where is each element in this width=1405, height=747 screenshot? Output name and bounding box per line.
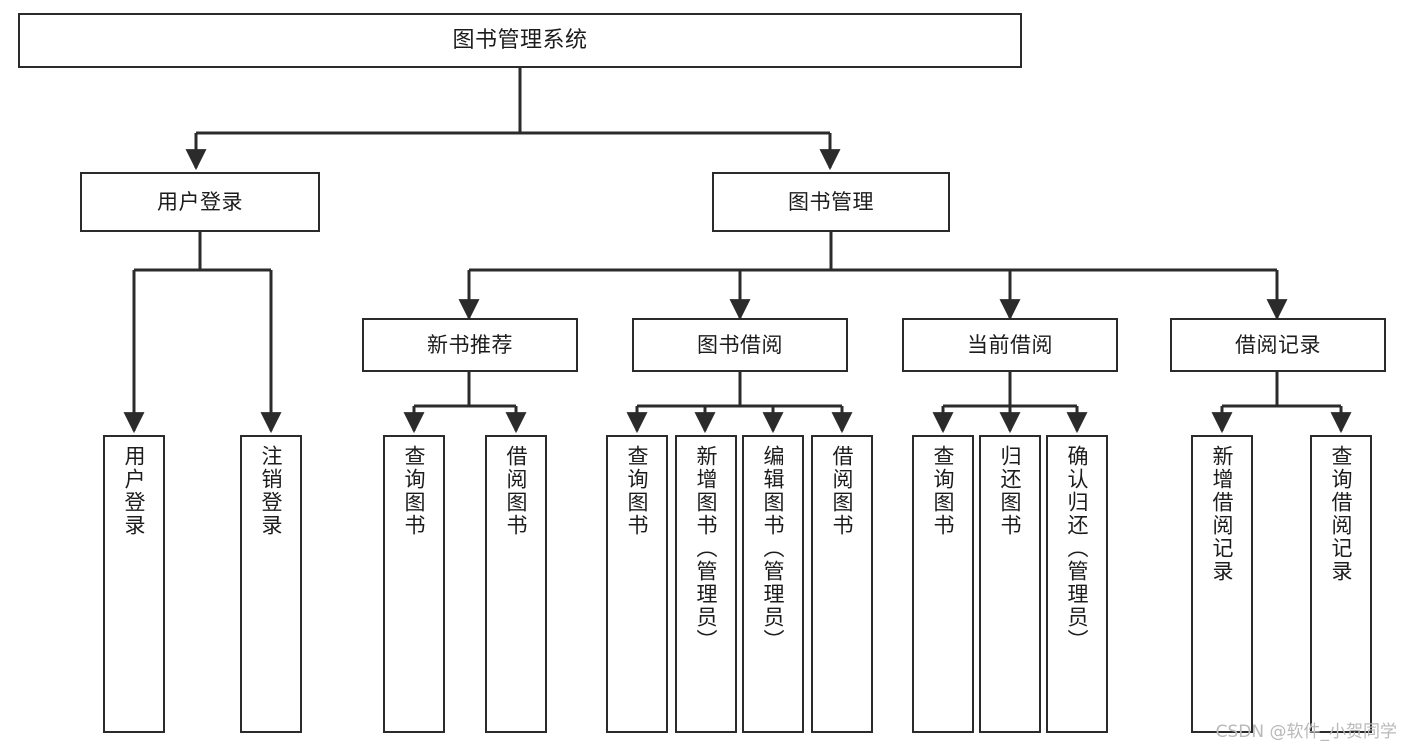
leaf-user-login-signin[interactable]: 用户登录 [103,435,165,733]
node-new-book-recommend[interactable]: 新书推荐 [362,318,578,372]
node-label: 新增借阅记录 [1210,445,1235,583]
node-borrow-record[interactable]: 借阅记录 [1170,318,1386,372]
node-label: 查询图书 [625,445,650,537]
node-label: 图书管理系统 [452,27,588,53]
node-label: 确认归还（管理员） [1065,445,1090,652]
node-label: 查询图书 [402,445,427,537]
leaf-current-borrow-return[interactable]: 归还图书 [979,435,1041,733]
node-label: 用户登录 [122,445,147,537]
leaf-user-login-signout[interactable]: 注销登录 [240,435,302,733]
leaf-book-borrow-edit[interactable]: 编辑图书（管理员） [742,435,804,733]
node-label: 图书管理 [788,189,874,214]
node-user-login[interactable]: 用户登录 [80,172,320,232]
node-label: 图书借阅 [697,332,783,357]
node-label: 查询图书 [931,445,956,537]
node-current-borrow[interactable]: 当前借阅 [902,318,1118,372]
leaf-book-borrow-borrow[interactable]: 借阅图书 [811,435,873,733]
node-label: 借阅图书 [830,445,855,537]
node-root-system[interactable]: 图书管理系统 [18,13,1022,68]
node-book-borrow[interactable]: 图书借阅 [632,318,848,372]
leaf-borrow-record-add[interactable]: 新增借阅记录 [1191,435,1253,733]
leaf-new-book-query[interactable]: 查询图书 [383,435,445,733]
node-label: 当前借阅 [967,332,1053,357]
leaf-book-borrow-query[interactable]: 查询图书 [606,435,668,733]
node-label: 借阅图书 [504,445,529,537]
leaf-current-borrow-query[interactable]: 查询图书 [912,435,974,733]
node-book-management[interactable]: 图书管理 [712,172,950,232]
node-label: 用户登录 [157,189,243,214]
node-label: 查询借阅记录 [1329,445,1354,583]
leaf-current-borrow-confirm[interactable]: 确认归还（管理员） [1046,435,1108,733]
node-label: 新增图书（管理员） [694,445,719,652]
leaf-book-borrow-add[interactable]: 新增图书（管理员） [675,435,737,733]
node-label: 归还图书 [998,445,1023,537]
node-label: 编辑图书（管理员） [761,445,786,652]
watermark-text: CSDN @软件_小贺同学 [1215,722,1397,742]
leaf-borrow-record-query[interactable]: 查询借阅记录 [1310,435,1372,733]
node-label: 注销登录 [259,445,284,537]
node-label: 新书推荐 [427,332,513,357]
leaf-new-book-borrow[interactable]: 借阅图书 [485,435,547,733]
node-label: 借阅记录 [1235,332,1321,357]
